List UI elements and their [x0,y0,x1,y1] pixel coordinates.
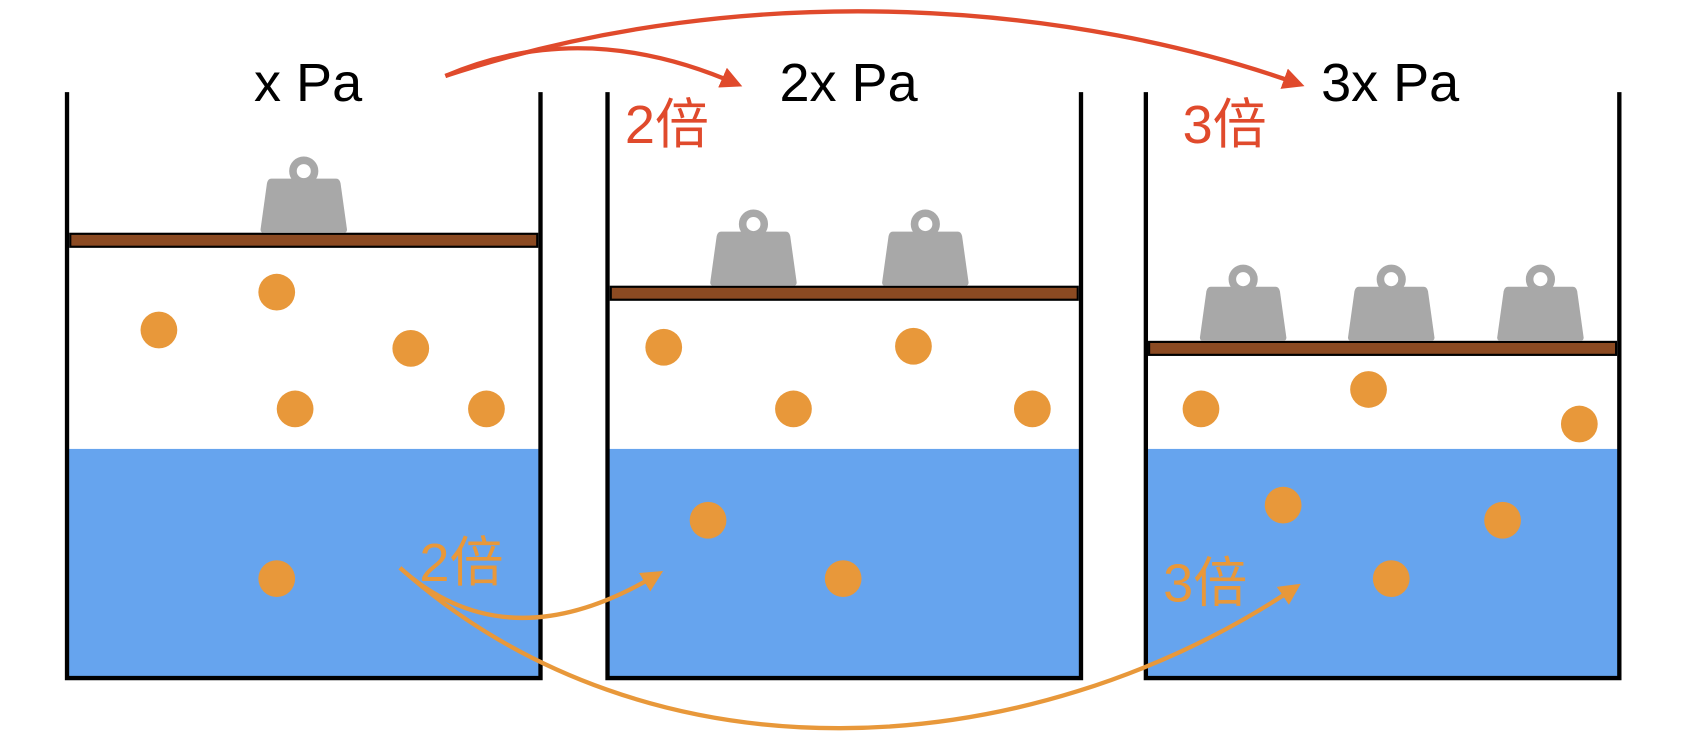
dissolved-gas-particle [824,560,862,598]
dissolved-ratio-label-2: 2倍 [419,533,503,593]
piston [69,232,539,248]
weight-icon [710,209,797,286]
piston [609,285,1079,301]
pressure-label-1: x Pa [254,53,363,113]
gas-particle [276,390,314,428]
container-wall [1143,92,1622,681]
weight-body [710,231,797,286]
gas-particle [392,330,430,367]
dissolved-gas-particle [1264,486,1302,524]
gas-particle [140,311,178,349]
dissolved-gas-particle [258,560,296,598]
weight-body [1199,286,1287,341]
gas-particle [258,273,296,311]
gas-particle [1350,371,1387,408]
dissolved-ratio-label-3: 3倍 [1163,553,1247,613]
gas-particle [1182,390,1220,428]
gas-particle [1013,390,1051,428]
water [67,448,541,679]
pressure-arrow-to-second [444,46,743,88]
weight-icon [1348,264,1435,341]
pressure-label-2: 2x Pa [779,53,918,113]
container-wall [64,92,543,681]
weight-body [882,231,969,286]
pressure-arrow-to-third [444,9,1305,89]
gas-particle [775,390,812,428]
weight-body [260,178,347,233]
pressure-ratio-label-3: 3倍 [1183,95,1267,155]
weight-body [1348,286,1435,341]
gas-particle [895,327,932,365]
weight-icon [882,209,969,286]
weight-icon [260,156,347,233]
dissolved-gas-particle [1372,560,1410,598]
container-1 [64,92,543,681]
container-wall [605,92,1084,681]
container-3 [1143,92,1622,681]
dissolved-gas-particle [689,501,727,539]
dissolved-gas-particle [1484,501,1521,539]
piston [1148,340,1618,356]
gas-particle [645,328,683,366]
dissolved-arrow-to-third [398,566,1301,731]
gas-particle [1560,405,1598,443]
gas-particle [468,390,505,428]
weight-body [1497,286,1584,341]
weight-icon [1199,264,1287,341]
pressure-ratio-label-2: 2倍 [625,95,709,155]
container-2 [605,92,1084,681]
pressure-label-3: 3x Pa [1321,53,1460,113]
weight-icon [1497,264,1584,341]
